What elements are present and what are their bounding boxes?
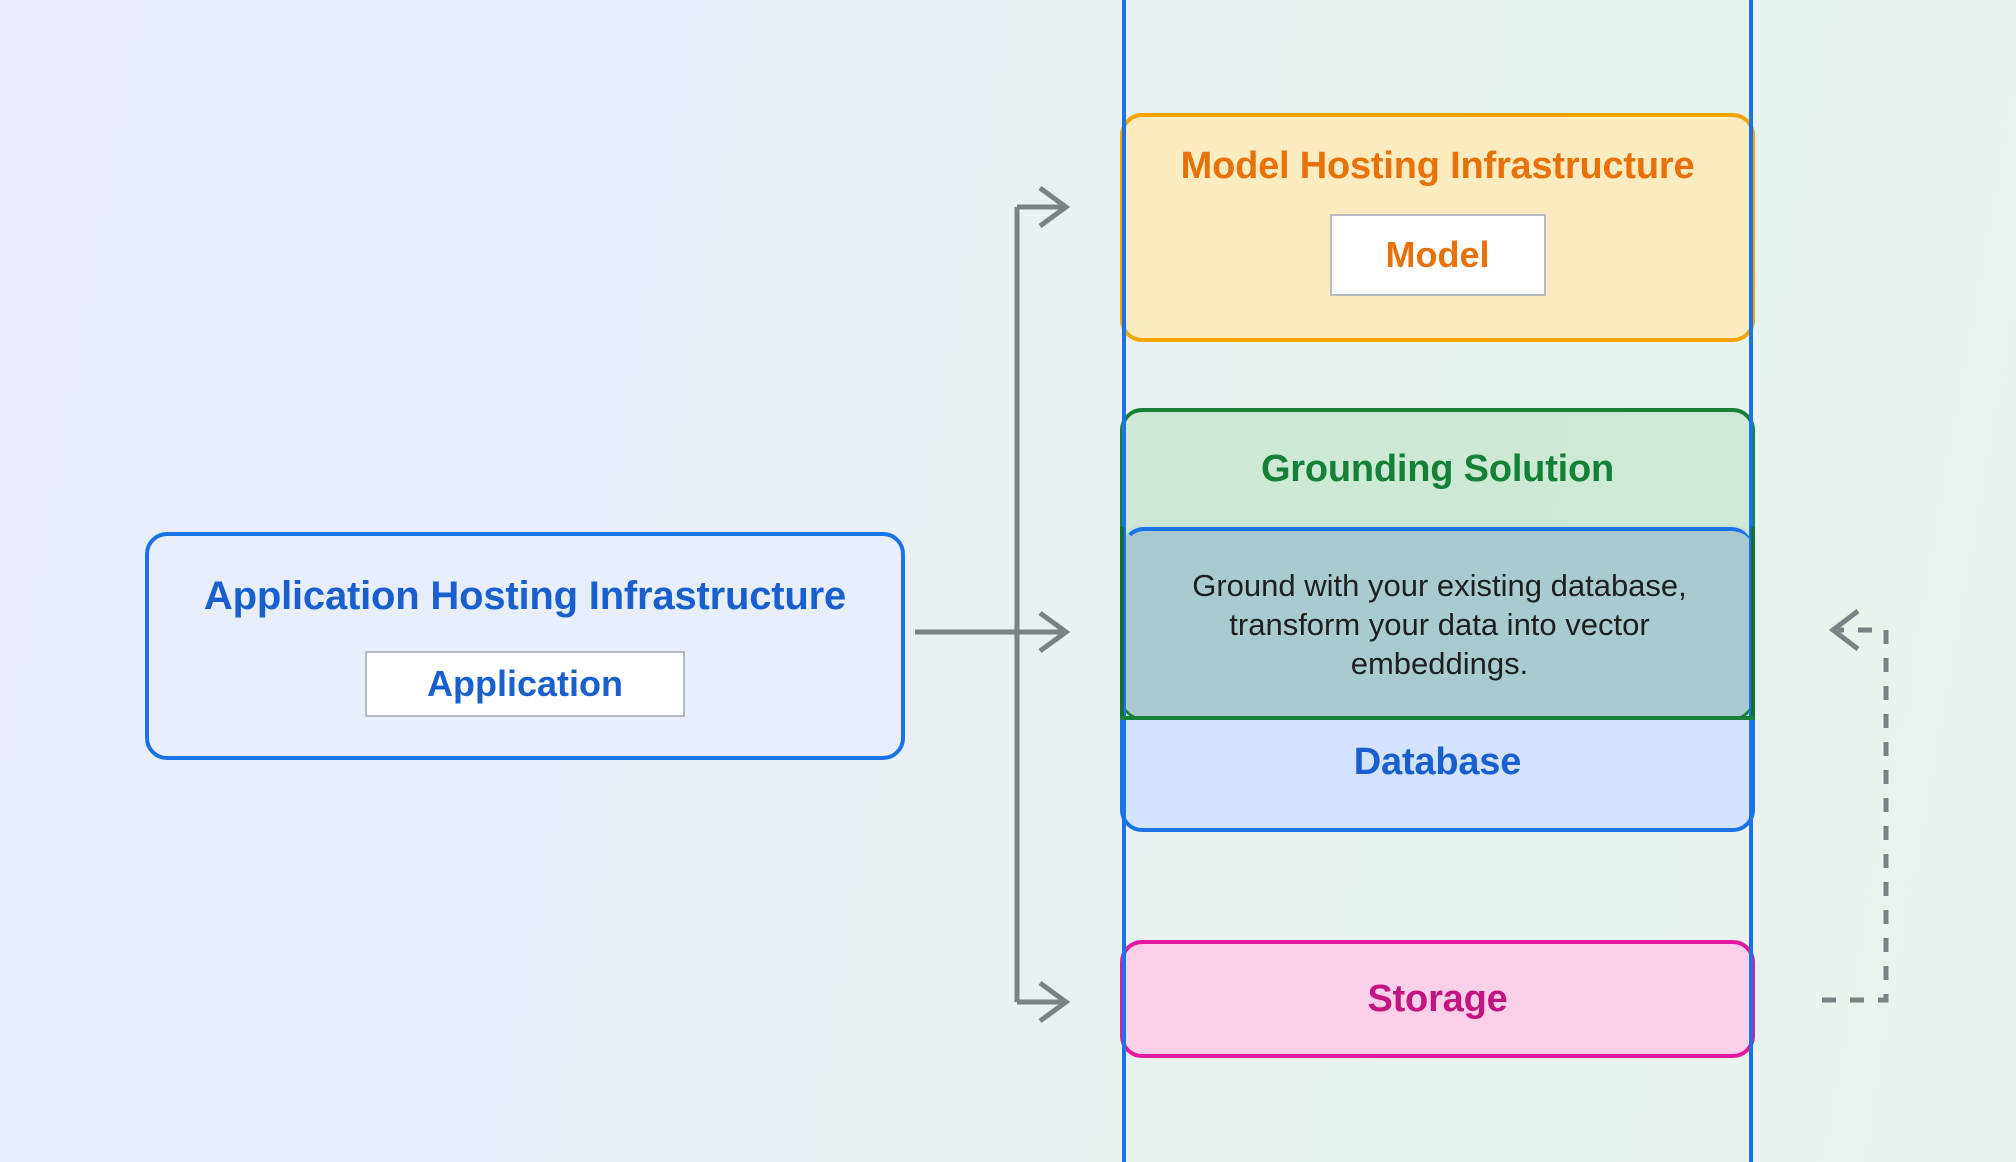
storage-box[interactable]: Storage [1120,940,1755,1058]
arrowhead-to-storage [1038,980,1071,1024]
application-hosting-infrastructure-box[interactable]: Application Hosting Infrastructure Appli… [145,532,905,760]
grounding-right-edge-overlap [1751,527,1755,718]
overlap-description: Ground with your existing database, tran… [1192,567,1687,682]
arrowhead-to-model [1038,185,1071,229]
grounding-solution-title: Grounding Solution [1260,448,1615,490]
overlap-left-edge [1122,0,1126,1162]
model-hosting-title: Model Hosting Infrastructure [1180,145,1695,187]
grounding-left-edge-overlap [1120,527,1124,718]
model-inner-label: Model [1385,234,1490,275]
arrowhead-to-database [1828,609,1860,651]
database-title: Database [1353,741,1522,783]
grounding-database-overlap-region[interactable]: Ground with your existing database, tran… [1122,527,1753,718]
grounding-bottom-edge [1120,716,1755,720]
model-inner-box[interactable]: Model [1329,214,1546,296]
arrowhead-to-grounding [1038,610,1071,654]
storage-title: Storage [1367,977,1508,1020]
application-inner-label: Application [427,663,623,704]
model-hosting-infrastructure-box[interactable]: Model Hosting Infrastructure Model [1120,113,1755,342]
application-hosting-title: Application Hosting Infrastructure [203,574,847,618]
connector-storage-to-database-dashed [1822,627,1889,1003]
application-inner-box[interactable]: Application [365,651,685,717]
